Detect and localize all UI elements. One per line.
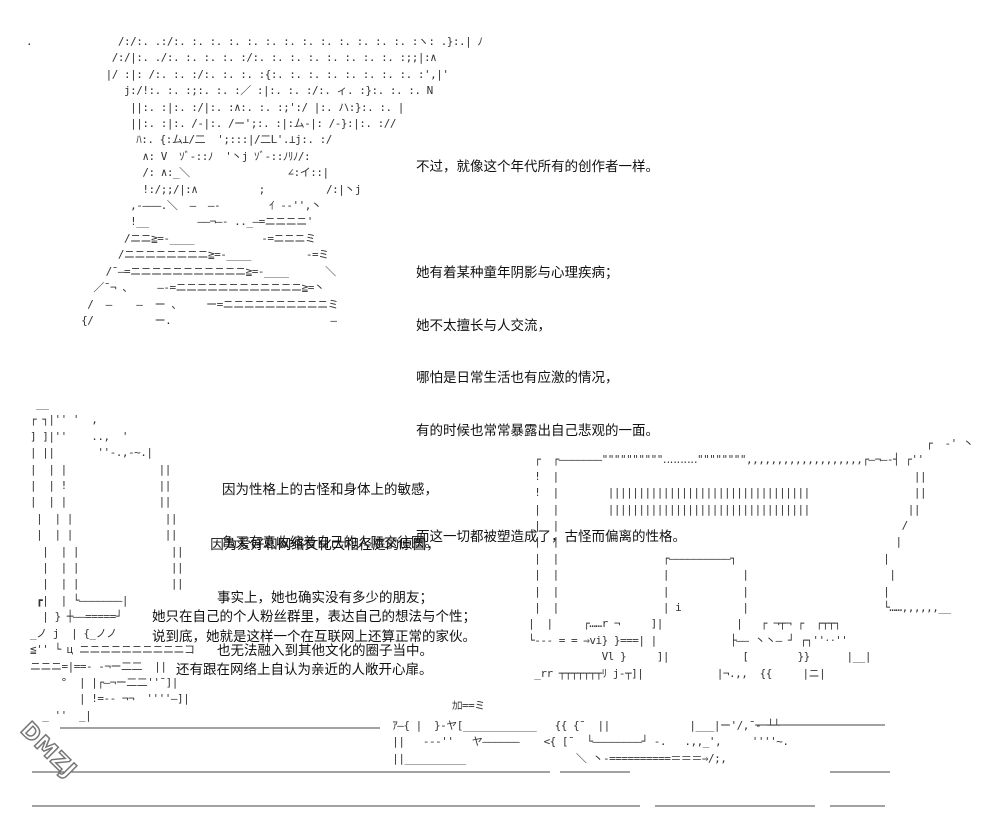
ascii-art-line: | | | || [30,561,184,575]
ascii-art-line: j:/!:. :. :;:. :. :／ :|:. :. :/:. ィ. :}:… [26,84,433,98]
ascii-art-line: | | | i | └……,,,,,,__ [522,601,951,615]
ascii-art-line: _ノ j | {_ノノ [30,626,117,640]
ascii-art-line: | | ┌……r ¬ ]| | ┌ ¬┬¬ ┌ ┌┬┬┐ [522,617,841,631]
narration-bottom-block3: 她只在自己的个人粉丝群里，表达自己的想法与个性； 还有跟在网络上自认为亲近的人敞… [152,574,476,697]
ascii-art-line: | | ||||||||||||||||||||||||||||||||| || [522,502,920,516]
ascii-art-line: | } ┼――=====┘ [30,610,122,624]
ascii-art-line: ┌ ┐|'' ' , [30,413,98,427]
ascii-art-line: | | | || [30,462,171,476]
narration-line: 她有着某种童年阴影与心理疾病； [416,264,619,281]
ascii-art-line: | | | || [30,544,184,558]
narration-line: 也无法融入到其他文化的圈子当中。 [217,642,433,659]
narration-line: 哪怕是日常生活也有应激的情况， [416,370,619,387]
ascii-art-line: | | | || [30,577,184,591]
ascii-art-desk-monitor: ┌ -' 丶 ┌ ┌―――――――""""""""""‥‥‥‥‥""""""""… [522,436,974,682]
ascii-art-line: | !=-- ¬¬ ''''―]| [30,692,190,706]
narration-line: 因为性格上的古怪和身体上的敏感， [222,482,438,499]
narration-line: 说到底，她就是这样一个在互联网上还算正常的家伙。 [152,629,476,645]
ascii-art-label: ｶﾛ==ミ [452,699,485,712]
ascii-art-line: __ [30,397,49,410]
ascii-art-line: ｱ―{ | }-ヤ[____________ {{ {¯ || |___|ー'/… [380,719,780,732]
narration-line: 而这一切都被塑造成了，古怪而偏离的性格。 [416,528,686,545]
ascii-art-line: . /:/:. .:/:. :. :. :. :. :. :. :. :. :.… [26,35,483,48]
ascii-art-line: ° | |┌―¬ー二二''¯]| [30,675,179,689]
ascii-art-line: | | | | | [522,584,890,598]
narration-line: 有的时候也常常暴露出自己悲观的一面。 [416,423,659,440]
ascii-art-line: Vl } ]| [ }} |__| [522,650,872,664]
ascii-art-line: ||__________ ＼ 丶-==========＝＝＝⇒/;, [380,751,727,765]
ascii-art-line: ∧: V ｿﾞ-::ﾉ '丶j ｿﾞ-::ﾉﾘﾉ/: [26,149,311,163]
narration-line: 事实上，她也确实没有多少的朋友； [217,589,433,606]
ascii-art-line: ┏| | └―――――――| [30,593,128,607]
narration-top: 不过，就像这个年代所有的创作者一样。 她有着某种童年阴影与心理疾病； 她不太擅长… [416,124,686,564]
ascii-art-line: | | | [522,535,902,549]
ascii-art-line: {/ ー. ― [26,313,337,327]
ascii-art-line: ||:. :|:. :/|:. :∧:. :. :;':/ |:. ハ:}:. … [26,100,404,114]
ascii-art-line: /ニニ≧=-____ -=ニニニミ [26,231,316,245]
narration-bottom-block1: 因为性格上的古怪和身体上的敏感， 亀天有意收缩着自己的人际交往圈。 [180,447,480,570]
ascii-art-line: ┌ ┌―――――――""""""""""‥‥‥‥‥"""""""",,,,,,,… [522,453,924,467]
ascii-art-line: └--- = = ⇒vi} }===| | ├―― 丶丶― ┘ ┌┐''‥'' [522,633,848,647]
narration-line: 她只在自己的个人粉丝群里，表达自己的想法与个性； [152,609,476,626]
narration-line: 还有跟在网络上自认为亲近的人敞开心扉。 [176,661,433,678]
ascii-art-line: | || ''-.,-~.| [30,446,153,460]
narration-line: 亀天有意收缩着自己的人际交往圈。 [222,534,438,551]
ascii-art-line: | | / [522,519,908,533]
ascii-art-girl-portrait: . /:/:. .:/:. :. :. :. :. :. :. :. :. :.… [26,34,483,329]
ascii-art-line: !__ ――¬―- .._―=ニニニニ' [26,215,313,229]
ascii-art-line: _rr ┬┬┬┬┬┬┬ﾘ j-┬]| |¬.,, {{ |ニ| [522,666,826,680]
ascii-art-line: /ニニニニニニニニ≧=-____ -=ミ [26,248,329,262]
ascii-art-line: /: ∧:_＼ ∠:イ::| [26,166,329,180]
ascii-art-line: | | ! || [30,479,171,493]
ascii-art-line: ≦'' └ ц ニニニニニニニニニニコ [30,643,195,657]
narration-line: 她不太擅长与人交流， [416,317,551,334]
ascii-art-line: ,-―――.＼ ― ―- ｲ --'',丶 [26,199,322,213]
ascii-art-line: _ '' _| [30,708,92,722]
ascii-art-line: | | | || [30,495,171,509]
ascii-art-line: /:/|:. ./:. :. :. :. :/:. :. :. :. :. :.… [26,51,437,65]
ascii-art-line: ! | || [522,469,927,483]
ascii-art-line: ┌ -' 丶 [522,437,974,450]
narration-line: 因为爱好和网络文化大相径庭的原因， [210,537,440,554]
ascii-art-line: /¯―=ニニニニニニニニニニニ≧=-____ ＼ [26,264,337,278]
ascii-art-line: ||:. :|:. /-|:. /ー';:. :|:ム-|: /-}:|:. :… [26,117,396,131]
ascii-art-line: ! | ||||||||||||||||||||||||||||||||| || [522,486,927,500]
narration-bottom-block2: 因为爱好和网络文化大相径庭的原因， 事实上，她也确实没有多少的朋友； 也无法融入… [180,502,470,678]
ascii-art-line: ニニニ=|==- -¬ー二二 || [30,659,167,673]
ascii-art-keyboard-desk: ｱ―{ | }-ヤ[____________ {{ {¯ || |___|ー'/… [380,718,789,767]
ascii-art-line: !:/;;/|:∧ ; /:|丶j [26,182,361,196]
ascii-art-line: | | ┌――――――――――┐ | [522,551,890,565]
ascii-art-line: / ― ― ー 、 ー=ニニニニニニニニニニミ [26,297,339,311]
ascii-art-room-left: __ ┌ ┐|'' ' , ] ]|'' .., ' | || ''-.,-~.| | … [30,396,195,724]
ascii-art-line: | | | || [30,528,177,542]
ascii-art-line: ﾊ:. {:ム⊥/二 ';:::|/二L'.⊥j:. :/ [26,133,332,147]
ascii-art-line: | | | | | [522,568,896,582]
ascii-art-line: |/ :|: /:. :. :/:. :. :. :{:. :. :. :. :… [26,67,449,81]
ascii-art-line: ] ]|'' .., ' [30,429,128,443]
ascii-art-line: || ‐‐‐'' ヤ―――――― <{ [¯ └――――――――┘ -. .,,… [380,735,789,749]
narration-line: 不过，就像这个年代所有的创作者一样。 [416,159,659,176]
ascii-art-line: | | | || [30,511,177,525]
ascii-art-line: ／¯¬ 、 ―-=ニニニニニニニニニニニニ≧=丶 [26,281,325,295]
